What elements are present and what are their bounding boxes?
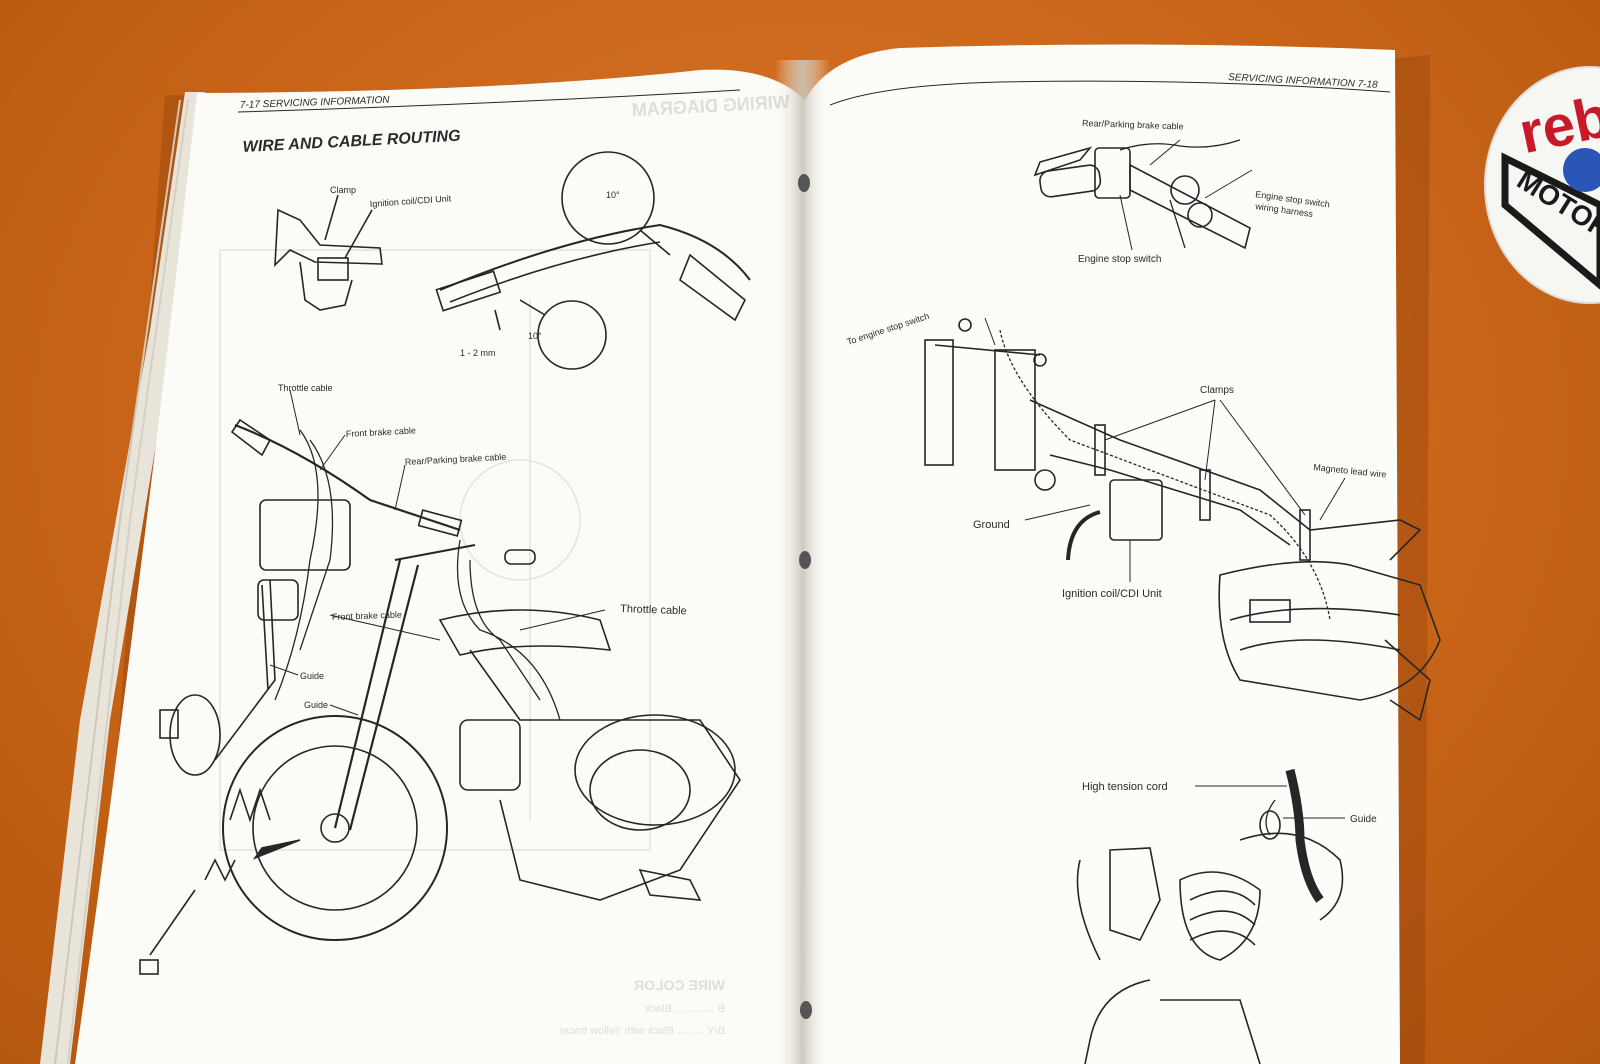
label-front-brake-cable-mid: Front brake cable: [332, 610, 402, 622]
showthrough-wire-color: WIRE COLOR: [634, 977, 725, 993]
binding-hole-1: [798, 174, 810, 192]
label-throttle-cable-top: Throttle cable: [278, 383, 333, 393]
engine-stop-switch-illustration: [1033, 139, 1253, 251]
showthrough-wire-by: B/Y ......... Black with Yellow tracer: [559, 1025, 725, 1037]
showthrough-wire-b: B ............. Black: [644, 1003, 725, 1015]
label-guide-1: Guide: [300, 671, 324, 681]
left-page-content: [139, 89, 751, 975]
binding-hole-2: [799, 551, 811, 569]
sticker: reb MOTORR: [1484, 66, 1600, 304]
frame-clamps-illustration: [924, 317, 1441, 722]
sticker-blue-dot: [1563, 148, 1600, 192]
handlebar-illustration: [435, 151, 751, 370]
label-ground: Ground: [973, 519, 1010, 531]
label-angle-bottom: 10°: [528, 331, 542, 341]
label-throttle-cable-mid: Throttle cable: [620, 603, 687, 617]
left-page: [75, 69, 805, 1064]
motorcycle-illustration: [139, 389, 741, 975]
high-tension-cord-illustration: [1076, 768, 1345, 1064]
label-front-brake-cable-top: Front brake cable: [346, 425, 416, 439]
label-high-tension-cord: High tension cord: [1082, 781, 1168, 793]
right-page: [800, 44, 1400, 1064]
right-page-content: [829, 80, 1441, 1064]
label-guide-2: Guide: [304, 700, 328, 710]
binding-hole-3: [800, 1001, 812, 1019]
label-ignition-coil-right: Ignition coil/CDI Unit: [1062, 588, 1162, 600]
left-page-header: 7-17 SERVICING INFORMATION: [240, 95, 391, 111]
label-gap: 1 - 2 mm: [460, 348, 496, 358]
label-clamps: Clamps: [1200, 385, 1234, 396]
label-angle-top: 10°: [606, 190, 620, 200]
clamp-illustration: [274, 194, 383, 311]
sticker-banner: [1501, 152, 1600, 290]
label-clamp: Clamp: [330, 185, 356, 195]
label-engine-stop-switch: Engine stop switch: [1078, 254, 1161, 265]
label-rear-parking-brake-cable-right: Rear/Parking brake cable: [1082, 118, 1184, 132]
label-guide-right: Guide: [1350, 814, 1377, 825]
